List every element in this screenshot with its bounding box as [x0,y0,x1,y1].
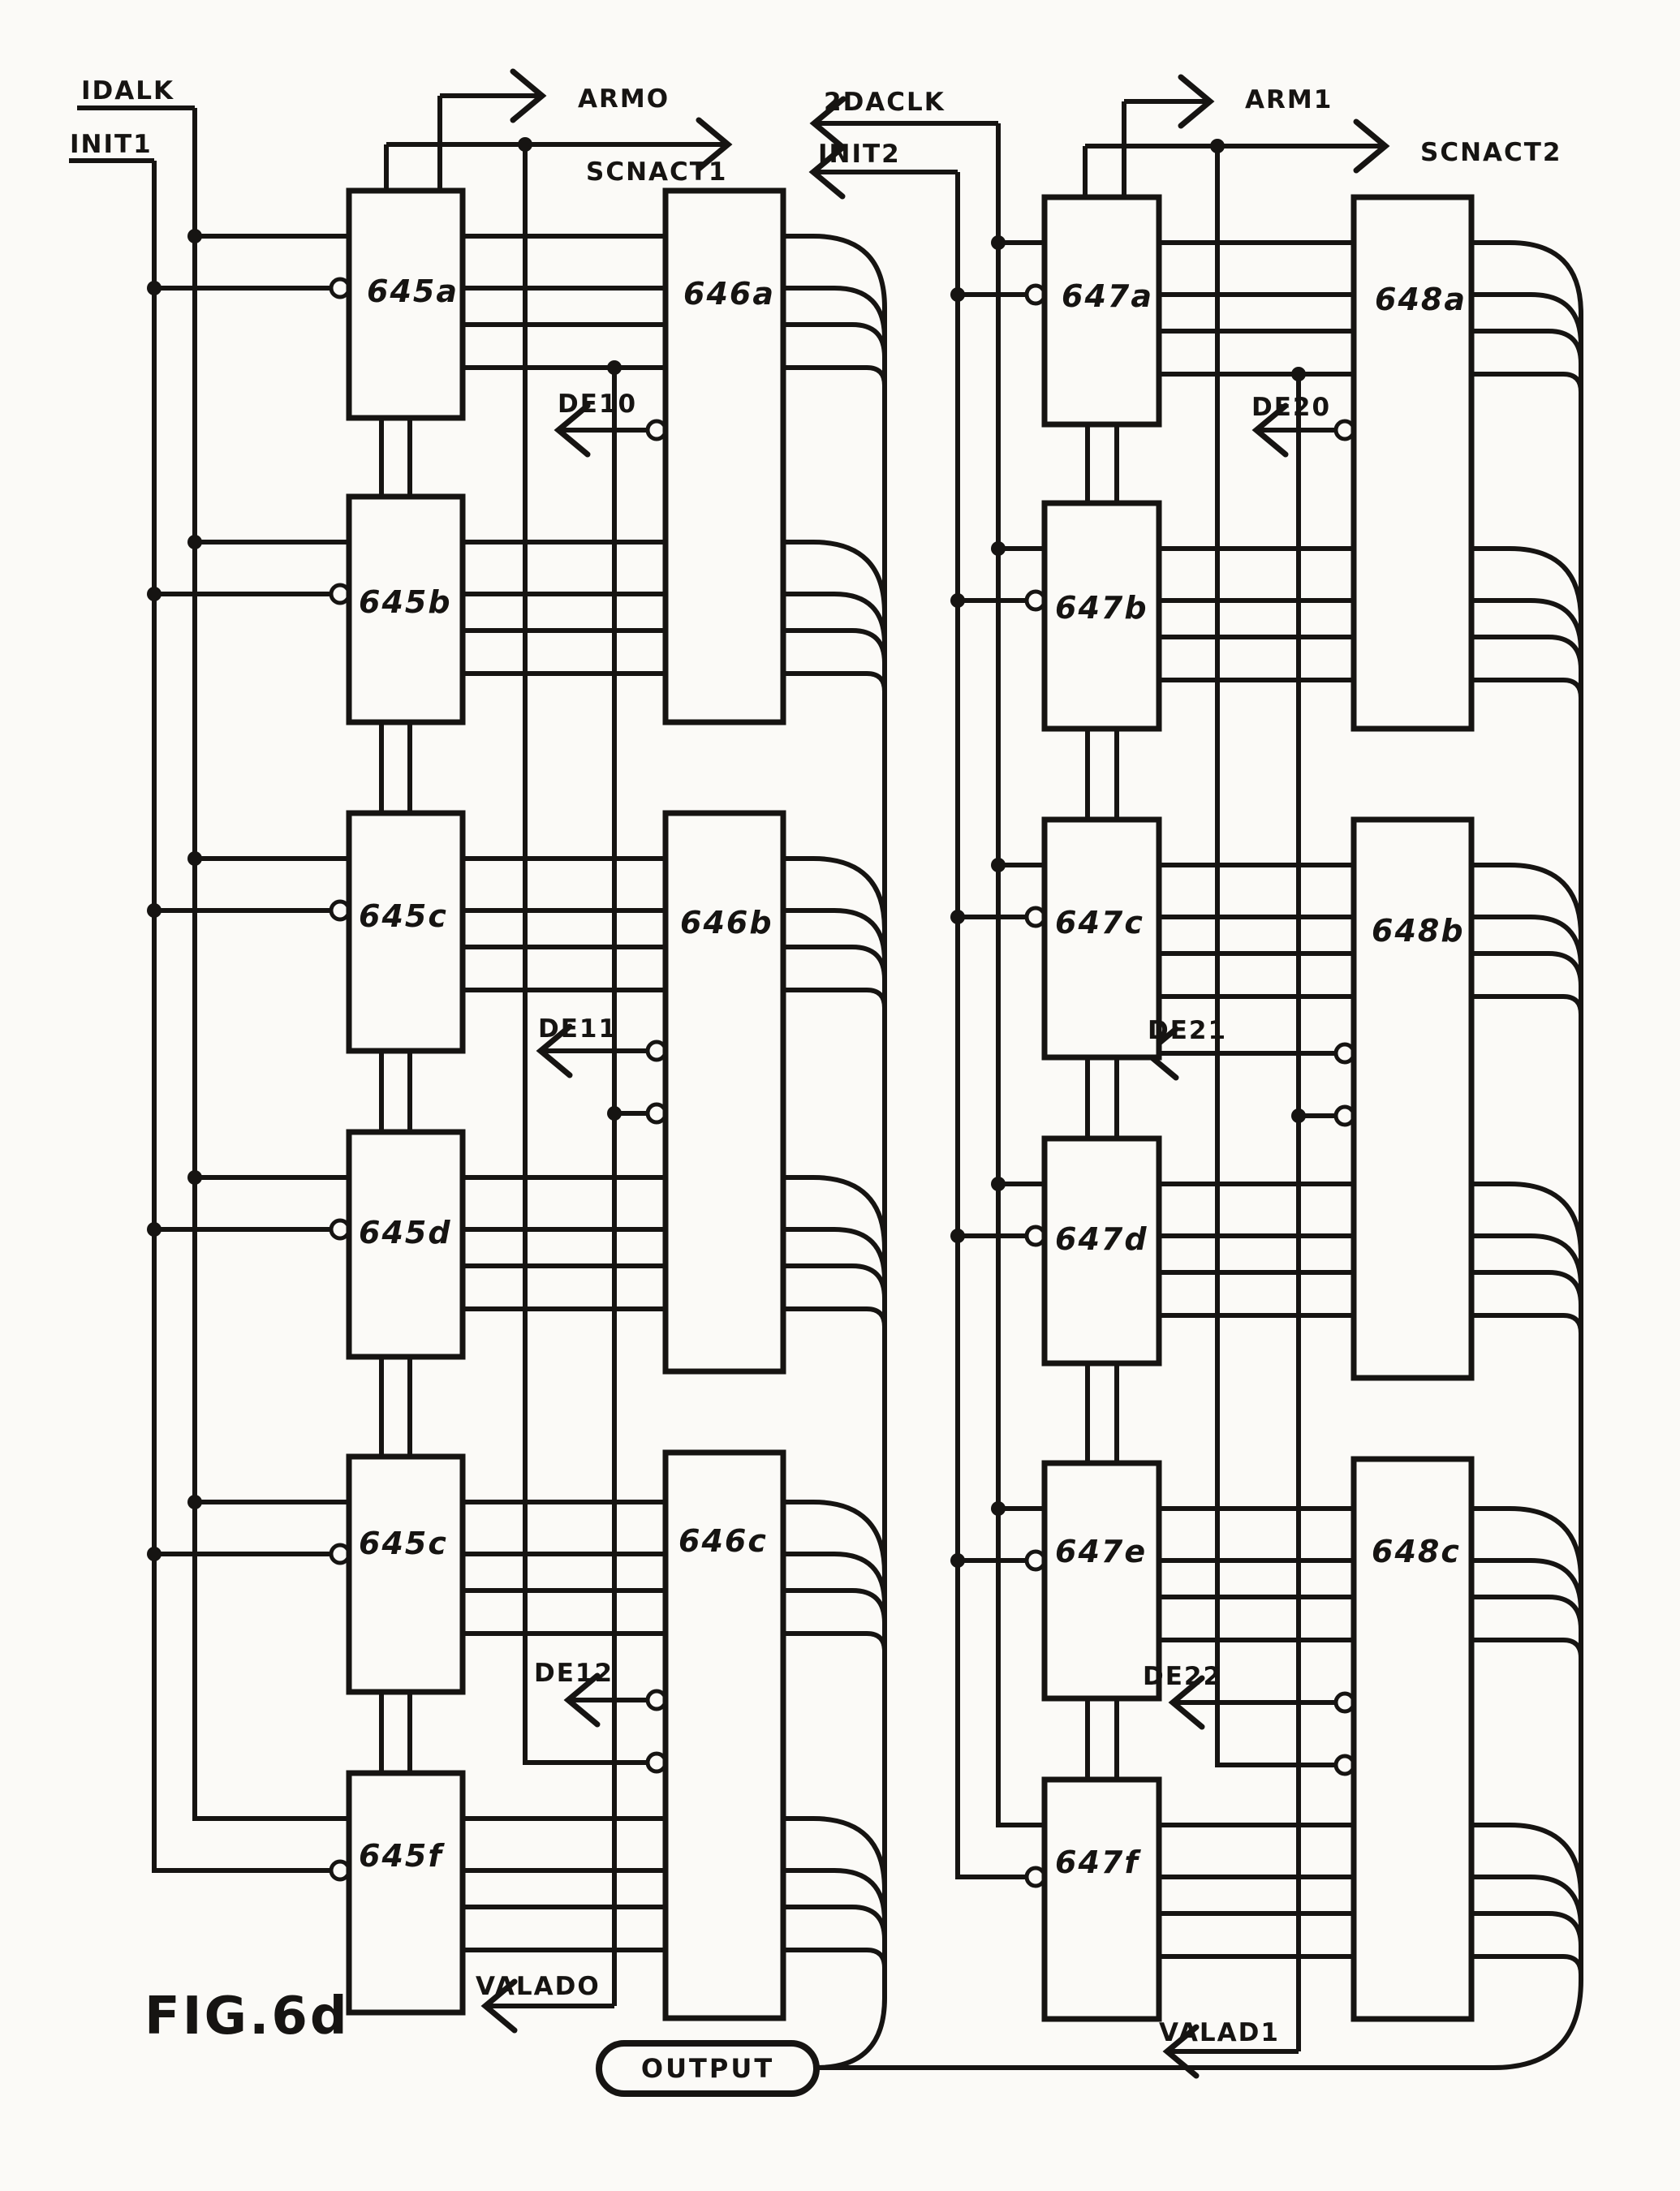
output-terminal: OUTPUT [596,2040,820,2097]
junction-dot-layer [147,137,1306,1568]
block-layer [346,187,1475,2022]
label-arm1: ARM1 [1245,85,1333,114]
block-label-645b: 645b [359,584,452,620]
figure-title: FIG.6d [144,1987,350,2047]
label-de11: DE11 [538,1014,618,1044]
block-label-645a: 645a [367,273,459,309]
label-de20: DE20 [1251,393,1331,422]
label-scnact1: SCNACT1 [586,157,727,187]
label-de12: DE12 [534,1659,614,1688]
block-label-646b: 646b [680,905,773,941]
label-idalk: IDALK [81,76,174,105]
block-label-647a: 647a [1062,278,1153,314]
block-label-648c: 648c [1372,1534,1461,1569]
label-init2: INIT2 [818,140,901,169]
label-2daclk: 2DACLK [824,88,946,117]
block-label-645e: 645c [359,1526,448,1561]
block-label-647b: 647b [1055,590,1148,626]
label-scnact2: SCNACT2 [1420,138,1562,167]
block-label-647c: 647c [1055,905,1144,941]
block-label-648b: 648b [1372,913,1465,949]
wire-layer [69,93,1583,2070]
block-label-646c: 646c [678,1523,768,1559]
block-label-647e: 647e [1055,1534,1147,1569]
output-terminal-label: OUTPUT [641,2053,774,2084]
block-label-645c: 645c [359,898,448,934]
label-init1: INIT1 [70,130,153,159]
block-label-647d: 647d [1055,1221,1148,1257]
label-armo: ARMO [578,84,670,114]
signal-arrow-layer [480,68,1390,2079]
label-valad1: VALAD1 [1159,2018,1280,2047]
label-de22: DE22 [1143,1662,1222,1691]
block-label-648a: 648a [1375,282,1467,317]
inverter-bubble-layer [329,277,1356,1888]
block-label-646a: 646a [683,276,775,312]
label-de21: DE21 [1148,1016,1227,1045]
label-valado: VALADO [476,1972,601,2001]
block-label-645d: 645d [359,1215,452,1250]
block-label-645f: 645f [359,1838,445,1874]
label-de10: DE10 [558,390,637,419]
block-label-647f: 647f [1055,1844,1141,1880]
